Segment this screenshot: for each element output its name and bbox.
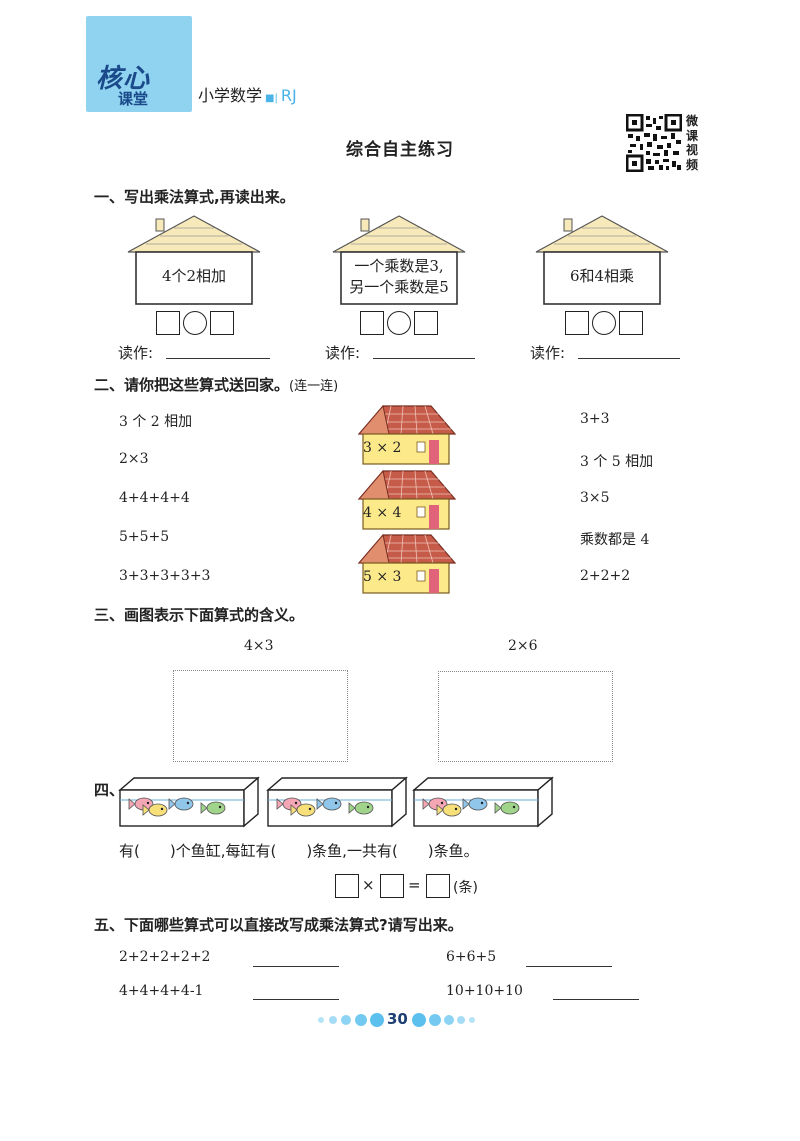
answer-box[interactable] [335,874,359,898]
answer-box[interactable] [619,311,643,335]
page-number: 30 [387,1010,408,1028]
section-1-heading: 一、写出乘法算式,再读出来。 [94,188,295,206]
fill-in-sentence: 有( )个鱼缸,每缸有( )条鱼,一共有( )条鱼。 [119,842,479,860]
house-1-outline [127,215,261,305]
tile-house-3[interactable] [355,533,457,595]
answer-box[interactable] [380,874,404,898]
tile-house-3-label: 5 × 3 [363,569,402,585]
answer-blank[interactable] [553,999,639,1000]
drawing-box[interactable] [173,670,348,762]
unit-label: (条) [453,880,478,896]
decor-dot [370,1013,384,1027]
logo-badge [86,16,192,112]
answer-box[interactable] [426,874,450,898]
left-expression[interactable]: 2×3 [119,451,149,467]
right-expression[interactable]: 3×5 [580,490,610,506]
page-title: 综合自主练习 [346,140,454,160]
expression-label: 10+10+10 [446,983,523,999]
left-expression[interactable]: 4+4+4+4 [119,490,190,506]
decor-dot [444,1015,454,1025]
expression-label: 2×6 [508,638,538,654]
right-expression[interactable]: 3+3 [580,411,610,427]
read-as-label: 读作: [325,344,361,362]
section-2-title: 二、请你把这些算式送回家。 [94,376,290,394]
house-2-outline [332,215,466,305]
decor-dot [457,1016,465,1024]
house-1-text: 4个2相加 [161,267,227,285]
logo-text-main: 核心 [96,64,151,94]
logo-text-sub: 课堂 [118,90,149,108]
read-as-blank[interactable] [578,358,680,359]
house-2-line-1: 一个乘数是3, [354,257,444,275]
decor-dot [469,1017,475,1023]
section-3-heading: 三、画图表示下面算式的含义。 [94,606,305,624]
house-3-text: 6和4相乘 [569,267,635,285]
expression-label: 4×3 [244,638,274,654]
separator-icon: ■| [265,93,278,104]
answer-box[interactable] [565,311,589,335]
qr-caption-char: 视 [686,143,699,157]
times-sign: × [362,876,375,894]
right-expression[interactable]: 乘数都是 4 [580,532,650,548]
fish-tanks-illustration [119,777,553,827]
series-label: 小学数学■|RJ [198,82,297,106]
answer-box[interactable] [414,311,438,335]
operator-circle[interactable] [387,311,411,335]
decor-dot [318,1017,324,1023]
tile-house-1-label: 3 × 2 [363,440,402,456]
qr-caption: 微 课 视 频 [686,114,700,172]
decor-dot [329,1016,337,1024]
drawing-box[interactable] [438,671,613,762]
right-expression[interactable]: 3 个 5 相加 [580,454,654,470]
answer-blank[interactable] [253,966,339,967]
read-as-blank[interactable] [166,358,270,359]
answer-box[interactable] [156,311,180,335]
decor-dot [355,1014,367,1026]
operator-circle[interactable] [183,311,207,335]
left-expression[interactable]: 3 个 2 相加 [119,414,193,430]
right-expression[interactable]: 2+2+2 [580,568,631,584]
answer-blank[interactable] [526,966,612,967]
left-expression[interactable]: 5+5+5 [119,529,170,545]
read-as-blank[interactable] [373,358,475,359]
tile-house-2[interactable] [355,469,457,531]
qr-caption-char: 频 [686,157,699,172]
qr-caption-char: 课 [686,128,699,143]
operator-circle[interactable] [592,311,616,335]
section-2-heading: 二、请你把这些算式送回家。(连一连) [94,374,338,395]
expression-label: 6+6+5 [446,949,497,965]
qr-caption-char: 微 [686,114,699,128]
tile-house-2-label: 4 × 4 [363,505,402,521]
house-2-line-2: 另一个乘数是5 [349,278,449,296]
decor-dot [429,1014,441,1026]
section-2-note: (连一连) [289,379,339,394]
section-5-heading: 五、下面哪些算式可以直接改写成乘法算式?请写出来。 [94,916,463,934]
answer-box[interactable] [210,311,234,335]
house-2-text: 一个乘数是3, 另一个乘数是5 [341,256,457,298]
decor-dot [341,1015,351,1025]
section-4-heading: 四、 [94,781,125,799]
read-as-label: 读作: [118,344,154,362]
house-3-outline [535,215,669,305]
equals-sign: = [408,876,421,894]
answer-blank[interactable] [253,999,339,1000]
edition-label: RJ [280,86,297,105]
qr-code-icon[interactable] [626,114,682,172]
read-as-label: 读作: [530,344,566,362]
answer-box[interactable] [360,311,384,335]
expression-label: 4+4+4+4-1 [119,983,204,999]
expression-label: 2+2+2+2+2 [119,949,211,965]
tile-house-1[interactable] [355,404,457,466]
left-expression[interactable]: 3+3+3+3+3 [119,568,211,584]
subject-label: 小学数学 [198,86,263,105]
decor-dot [412,1013,426,1027]
